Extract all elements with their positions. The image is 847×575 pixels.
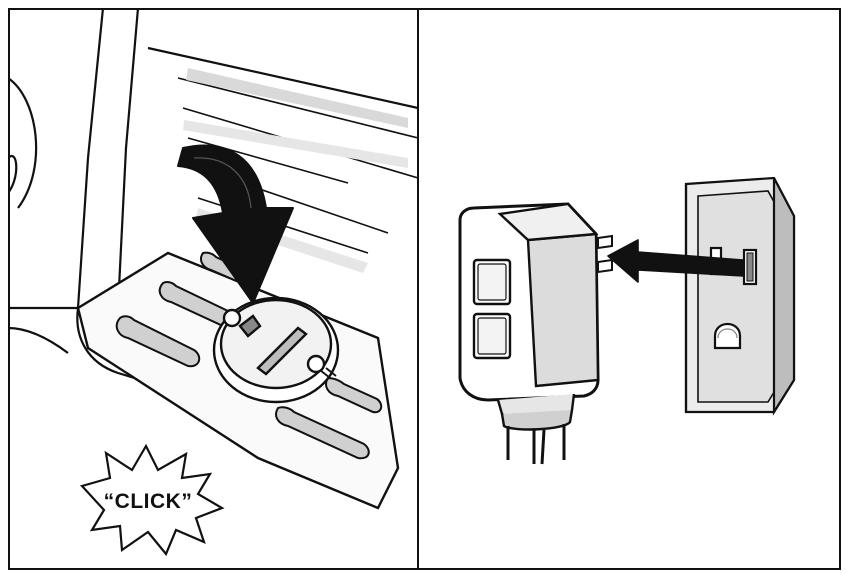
click-sound-label: “CLICK” bbox=[104, 490, 193, 513]
connector-socket bbox=[212, 296, 340, 404]
plug-adapter-icon bbox=[458, 202, 613, 465]
wall-outlet-icon bbox=[684, 176, 796, 416]
dock-connection-drawing: “CLICK” bbox=[8, 8, 418, 568]
panel-divider bbox=[417, 8, 419, 570]
panel-plug-into-outlet bbox=[418, 8, 839, 568]
panel-dock-connection: “CLICK” bbox=[8, 8, 418, 568]
arrow-down-icon bbox=[177, 144, 294, 304]
arrow-left-icon bbox=[607, 239, 744, 283]
plug-outlet-drawing bbox=[418, 8, 839, 568]
click-burst-icon: “CLICK” bbox=[79, 443, 225, 557]
